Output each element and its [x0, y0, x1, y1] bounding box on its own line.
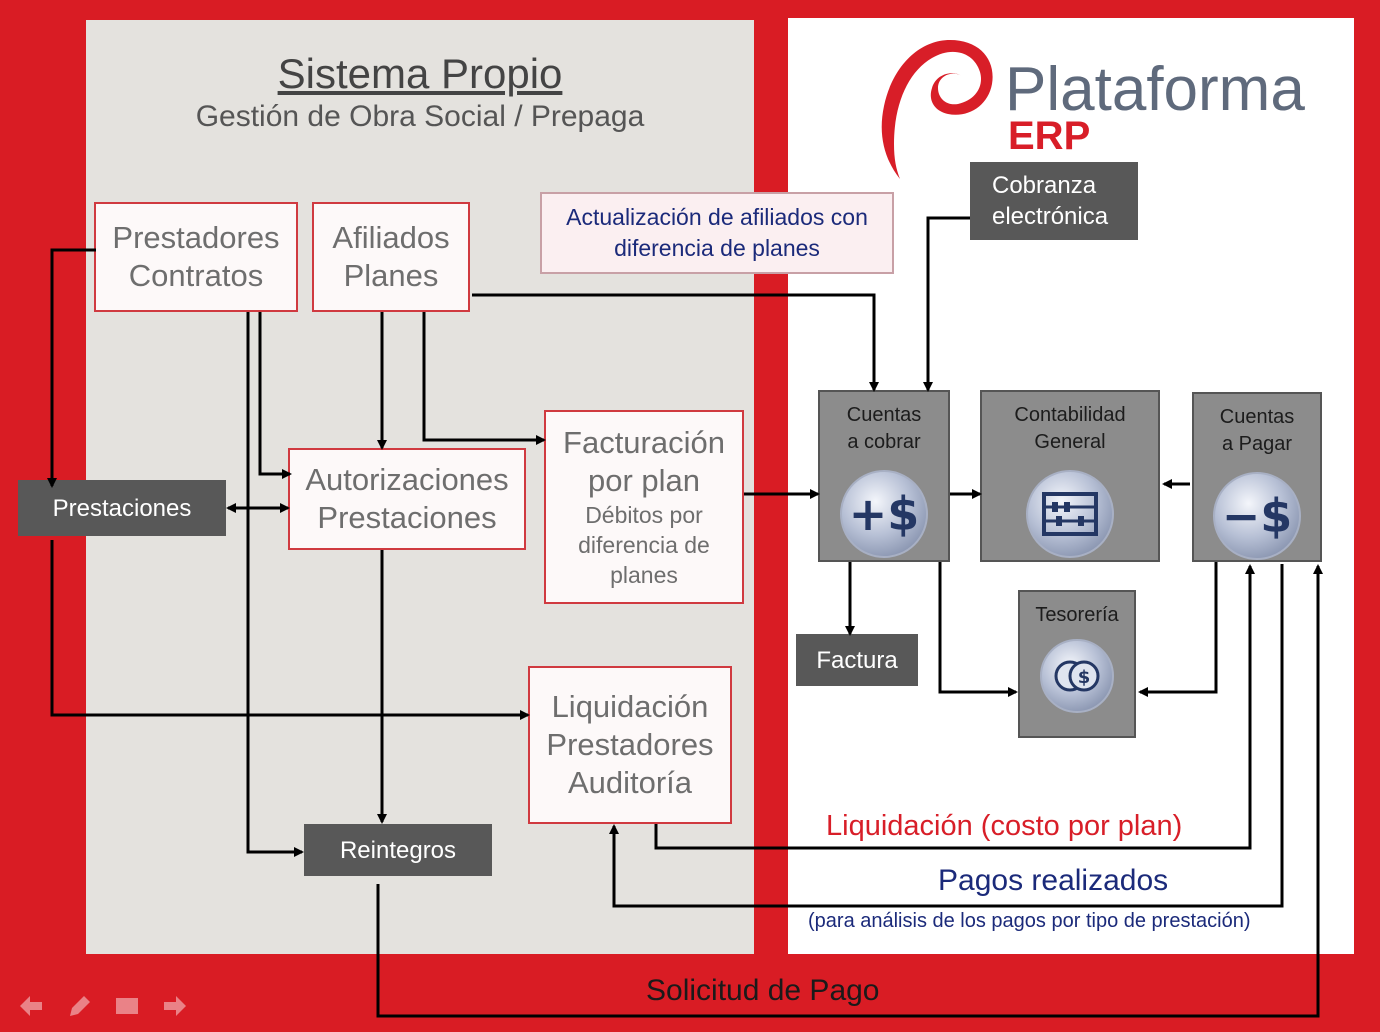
menu-icon[interactable] [114, 994, 140, 1018]
left-title: Sistema Propio [277, 50, 563, 97]
box-line: General [1034, 431, 1106, 453]
logo-name: Plataforma [1005, 55, 1305, 124]
box-line: diferencia de planes [614, 235, 820, 261]
box-line: Contabilidad [1014, 404, 1126, 426]
box-line: a cobrar [847, 431, 921, 453]
box-line: Contratos [128, 258, 264, 293]
prev-arrow-icon[interactable] [18, 994, 44, 1018]
pagos-note-label: (para análisis de los pagos por tipo de … [808, 910, 1251, 932]
box-line: Auditoría [567, 765, 693, 800]
box-line: por plan [587, 463, 701, 498]
facturacion-por-plan-box: Facturación por plan Débitos por diferen… [544, 410, 744, 604]
box-line: Prestadores [546, 727, 714, 762]
next-arrow-icon[interactable] [162, 994, 188, 1018]
contabilidad-general-box: Contabilidad General [980, 390, 1160, 562]
coins-icon: $ [1040, 639, 1114, 713]
box-line: Cuentas [1219, 406, 1295, 428]
prestadores-contratos-box: Prestadores Contratos [94, 202, 298, 312]
box-line: Autorizaciones [305, 462, 509, 497]
box-line: Cuentas [846, 404, 922, 426]
cuentas-a-pagar-box: Cuentas a Pagar −$ [1192, 392, 1322, 562]
pagos-realizados-label: Pagos realizados [938, 864, 1169, 897]
box-line: Actualización de afiliados con [566, 204, 868, 230]
prestaciones-box: Prestaciones [18, 480, 226, 536]
liquidacion-prestadores-box: Liquidación Prestadores Auditoría [528, 666, 732, 824]
actualizacion-afiliados-box: Actualización de afiliados con diferenci… [540, 192, 894, 274]
plus-dollar-icon: +$ [840, 470, 928, 558]
plataforma-logo-icon [881, 40, 993, 179]
box-line: Tesorería [1035, 604, 1119, 626]
box-line: Prestadores [112, 220, 280, 255]
solicitud-pago-label: Solicitud de Pago [646, 974, 880, 1007]
box-line: Débitos por [585, 502, 703, 528]
autorizaciones-prestaciones-box: Autorizaciones Prestaciones [288, 448, 526, 550]
box-line: Cobranza [992, 172, 1097, 199]
box-line: Planes [343, 258, 439, 293]
reintegros-box: Reintegros [304, 824, 492, 876]
logo-suffix: ERP [1008, 114, 1091, 158]
box-line: Afiliados [332, 220, 450, 255]
svg-text:$: $ [1078, 667, 1091, 688]
abacus-icon [1026, 470, 1114, 558]
box-line: a Pagar [1221, 433, 1293, 455]
cuentas-a-cobrar-box: Cuentas a cobrar +$ [818, 390, 950, 562]
minus-dollar-icon: −$ [1213, 472, 1301, 560]
cobranza-electronica-box: Cobranza electrónica [970, 162, 1138, 240]
liquidacion-costo-label: Liquidación (costo por plan) [826, 810, 1183, 842]
left-subtitle: Gestión de Obra Social / Prepaga [195, 100, 645, 133]
box-line: electrónica [992, 203, 1109, 230]
factura-box: Factura [796, 634, 918, 686]
slide-controls [18, 994, 188, 1018]
box-line: diferencia de [578, 532, 710, 558]
box-line: planes [610, 562, 678, 588]
afiliados-planes-box: Afiliados Planes [312, 202, 470, 312]
tesoreria-box: Tesorería $ [1018, 590, 1136, 738]
box-line: Prestaciones [317, 500, 497, 535]
box-line: Liquidación [551, 689, 709, 724]
box-line: Facturación [563, 425, 725, 460]
pen-icon[interactable] [66, 994, 92, 1018]
